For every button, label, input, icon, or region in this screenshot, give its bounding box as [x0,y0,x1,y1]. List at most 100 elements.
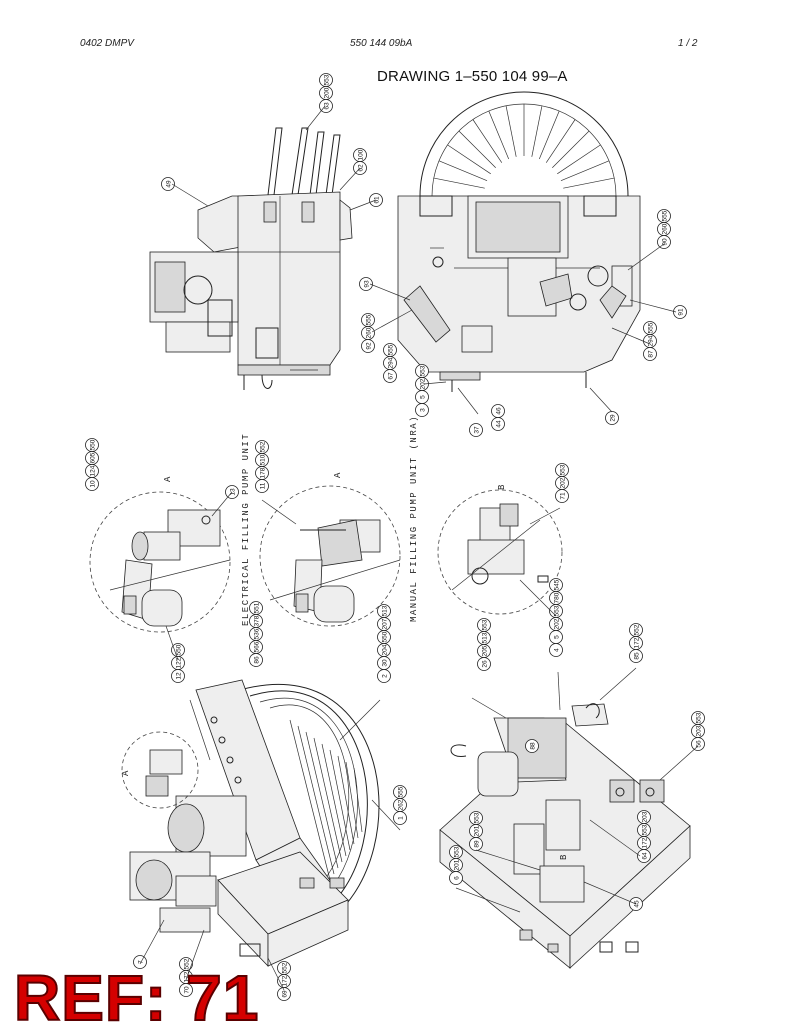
callout-number: 2 [381,674,388,678]
callout-number: 550 [89,439,96,450]
detail-a-manual: MANUAL FILLING PUMP UNIT (NRA) A [259,415,419,627]
callout-number: 89 [473,840,480,848]
callout-number: 100 [357,149,364,160]
callout-number: 202 [559,477,566,488]
callout-number: 1 [397,816,404,820]
callout-number: 44 [495,420,502,428]
detail-a-letter: A [163,475,173,482]
callout-number: 378 [253,615,260,626]
callout-29: 29 [605,411,619,425]
callout-number: 93 [363,280,370,288]
callout-number: 71 [559,492,566,500]
callout-number: 552 [633,624,640,635]
callout-number: 88 [529,742,536,750]
callout-number: 11 [259,482,266,489]
side-view [149,127,353,390]
electrical-view-label: ELECTRICAL FILLING PUMP UNIT [241,433,251,626]
callout-number: 202 [553,618,560,629]
leader-lines [139,105,699,991]
callout-number: 553 [473,812,480,823]
detail-a-electrical: ELECTRICAL FILLING PUMP UNIT A [89,433,251,633]
callout-number: 46 [495,407,502,415]
callout-number: 555 [387,344,394,355]
callout-number: 553 [481,619,488,630]
callout-number: 69 [281,990,288,998]
callout-number: 203 [641,811,648,822]
callout-number: 62 [357,164,364,172]
callout-number: 201 [453,859,460,870]
callout-number: 124 [89,465,96,476]
callout-number: 555 [661,210,668,221]
callout-number: 91 [677,308,684,316]
callout-number: 67 [387,372,394,380]
header-doc-code: 0402 DMPV [80,38,134,49]
front-view [397,91,641,392]
callout-number: 294 [387,357,394,368]
callout-44: 44 46 [491,404,505,431]
callout-number: 553 [695,712,702,723]
callout-number: 553 [453,846,460,857]
callout-number: 536 [253,628,260,639]
manual-view-label: MANUAL FILLING PUMP UNIT (NRA) [409,415,419,622]
detail-b-letter: B [497,483,507,490]
callout-number: 172 [281,975,288,986]
callout-number: 553 [553,605,560,616]
callout-number: 550 [381,631,388,642]
callout-number: 92 [365,342,372,350]
callout-number: 122 [175,657,182,668]
callout-number: 12 [175,672,182,680]
callout-number: 178 [259,467,266,478]
callout-number: 553 [323,74,330,85]
callout-number: 552 [183,958,190,969]
callout-number: 204 [381,644,388,655]
callout-number: 552 [281,962,288,973]
callout-88: 88 [525,739,539,753]
callout-number: 200 [323,87,330,98]
callout-number: 45 [633,900,640,908]
callout-number: 566 [253,641,260,652]
callout-number: 513 [481,632,488,643]
callout-56: 56 203 553 [691,711,705,751]
callout-number: 172 [633,637,640,648]
callout-number: 203 [695,725,702,736]
detail-a-letter-2: A [333,471,343,478]
callout-number: 87 [647,350,654,358]
callout-number: 207 [381,618,388,629]
callout-number: 6 [453,876,460,880]
callout-number: 552 [259,441,266,452]
isometric-manual-unit: B [439,703,691,969]
callout-number: 37 [473,426,480,434]
callout-number: 56 [695,740,702,748]
callout-number: 172 [641,837,648,848]
callout-93: 93 [359,277,373,291]
callout-number: 86 [253,656,260,664]
callout-number: 29 [609,414,616,422]
callout-number: 49 [165,180,172,188]
callout-number: 205 [481,645,488,656]
callout-number: 5 [419,395,426,399]
callout-49: 49 [161,177,175,191]
ref-stamp: REF: 71 [13,962,260,1034]
callout-37: 37 [469,423,483,437]
header-part-number: 550 144 09bA [350,38,413,49]
callout-number: 64 [641,852,648,860]
callout-number: 513 [381,605,388,616]
callout-number: 4 [553,648,560,652]
callout-number: 13 [229,488,236,496]
drawing-title: DRAWING 1–550 104 99–A [377,68,568,85]
